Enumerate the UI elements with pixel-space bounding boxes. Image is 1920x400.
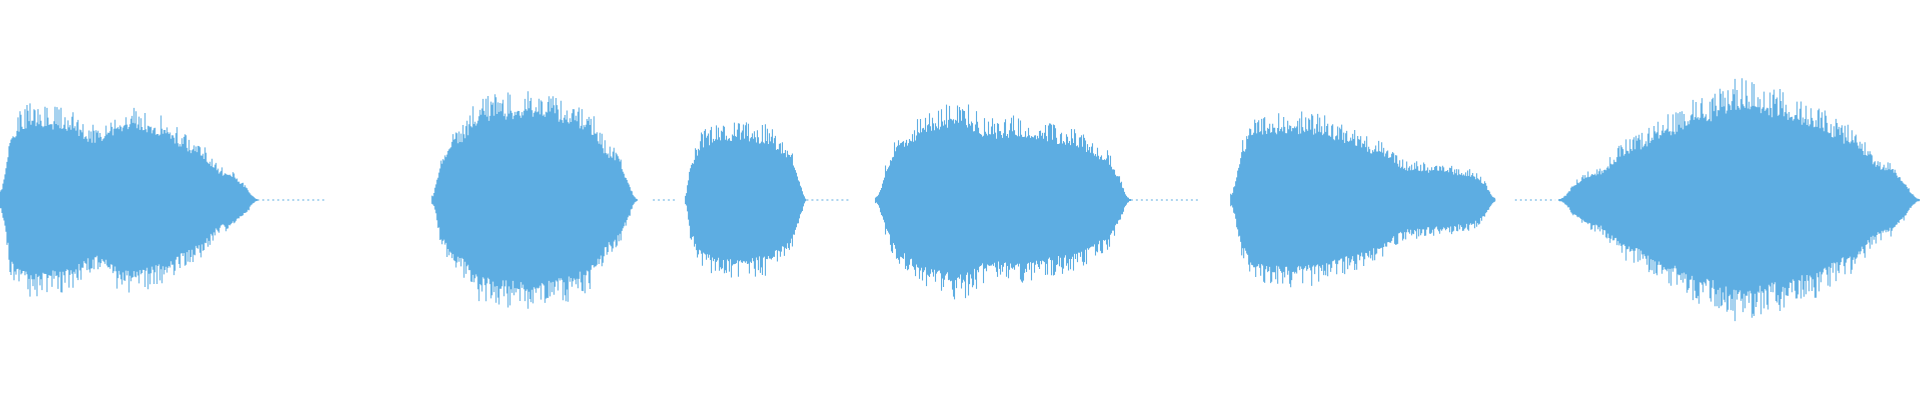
waveform-voice-segment — [1230, 111, 1496, 288]
waveform-voice-segment — [684, 122, 807, 278]
waveform-voice-bars — [874, 104, 1132, 300]
waveform-voice-segment — [874, 104, 1132, 300]
waveform-voice-bars — [1230, 111, 1496, 288]
waveform-voice-segment — [0, 103, 258, 297]
waveform-bars-group — [0, 78, 1920, 322]
waveform-voice-segment — [431, 91, 638, 309]
waveform-voice-segment — [1558, 78, 1920, 322]
